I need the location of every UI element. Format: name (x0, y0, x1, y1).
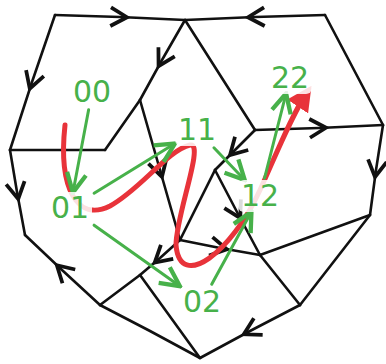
face-label: 11 (175, 114, 219, 146)
face-label: 02 (180, 286, 224, 318)
node-text: 01 (51, 192, 89, 224)
transition-arrow (265, 96, 286, 179)
face-label: 00 (70, 76, 114, 108)
transition-arrow (214, 148, 243, 179)
face-label: 01 (48, 192, 92, 224)
node-text: 22 (271, 62, 309, 94)
transition-arrow (73, 110, 88, 191)
node-text: 00 (73, 76, 111, 108)
node-text: 11 (178, 114, 216, 146)
node-text: 12 (241, 180, 279, 212)
face-label: 12 (238, 180, 282, 212)
node-text: 02 (183, 286, 221, 318)
transition-arrow (212, 214, 251, 285)
transition-arrow (94, 225, 178, 285)
transition-arrow (94, 145, 173, 193)
face-label: 22 (268, 62, 312, 94)
